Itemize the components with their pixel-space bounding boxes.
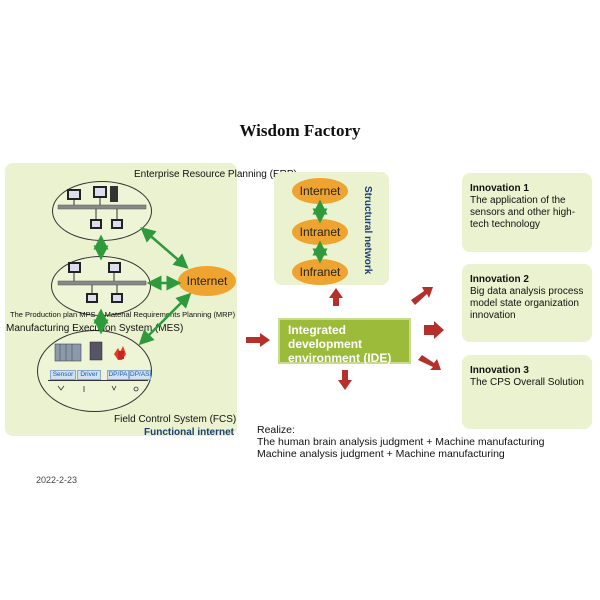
date-label: 2022-2-23: [36, 475, 78, 485]
arrow-innovation-3: [418, 355, 441, 370]
structural-network-label: Structural network: [362, 186, 373, 275]
realize-line-1: The human brain analysis judgment + Mach…: [257, 436, 545, 448]
innovation-3-title: Innovation 3: [470, 365, 529, 376]
internet-node: Internet: [178, 266, 236, 296]
erp-label: Enterprise Resource Planning (ERP): [134, 169, 297, 180]
arrow-down: [338, 370, 352, 390]
sensor-label: Sensor: [50, 370, 76, 380]
mes-network-icon: [57, 262, 147, 303]
innovation-3-text: The CPS Overall Solution: [470, 377, 584, 388]
driver-label: Driver: [77, 370, 101, 380]
dp-pa-label: DP/PA: [107, 370, 129, 380]
arrow-up: [329, 288, 343, 306]
arrow-innovation-2: [424, 321, 444, 339]
innovation-2-text: Big data analysis process model state or…: [470, 286, 584, 321]
page-title: Wisdom Factory: [239, 121, 361, 140]
realize-label: Realize:: [257, 424, 295, 436]
realize-block: Realize: The human brain analysis judgme…: [257, 424, 544, 460]
fcs-label: Field Control System (FCS): [114, 414, 237, 425]
arrow-left: [246, 333, 270, 347]
arrow-innovation-1: [411, 287, 433, 305]
innovation-1-box: Innovation 1 The application of the sens…: [462, 173, 592, 252]
realize-line-2: Machine analysis judgment + Machine manu…: [257, 448, 505, 460]
innovation-3-box: Innovation 3 The CPS Overall Solution: [462, 355, 592, 429]
erp-internet-arrow: [140, 227, 189, 269]
fcs-internet-arrow: [138, 292, 192, 346]
innovation-1-text: The application of the sensors and other…: [470, 195, 576, 230]
dp-asi-label: DP/ASi: [129, 370, 151, 380]
innovation-1-title: Innovation 1: [470, 183, 529, 194]
functional-internet-label: Functional internet: [144, 427, 234, 438]
erp-network-icon: [57, 186, 147, 229]
fcs-devices-icon: [48, 341, 148, 392]
innovation-2-title: Innovation 2: [470, 274, 529, 285]
ide-box: Integrated development environment (IDE): [278, 318, 411, 365]
innovation-2-box: Innovation 2 Big data analysis process m…: [462, 264, 592, 342]
mrp-label: The Production plan MPS & Material Requi…: [10, 310, 236, 319]
